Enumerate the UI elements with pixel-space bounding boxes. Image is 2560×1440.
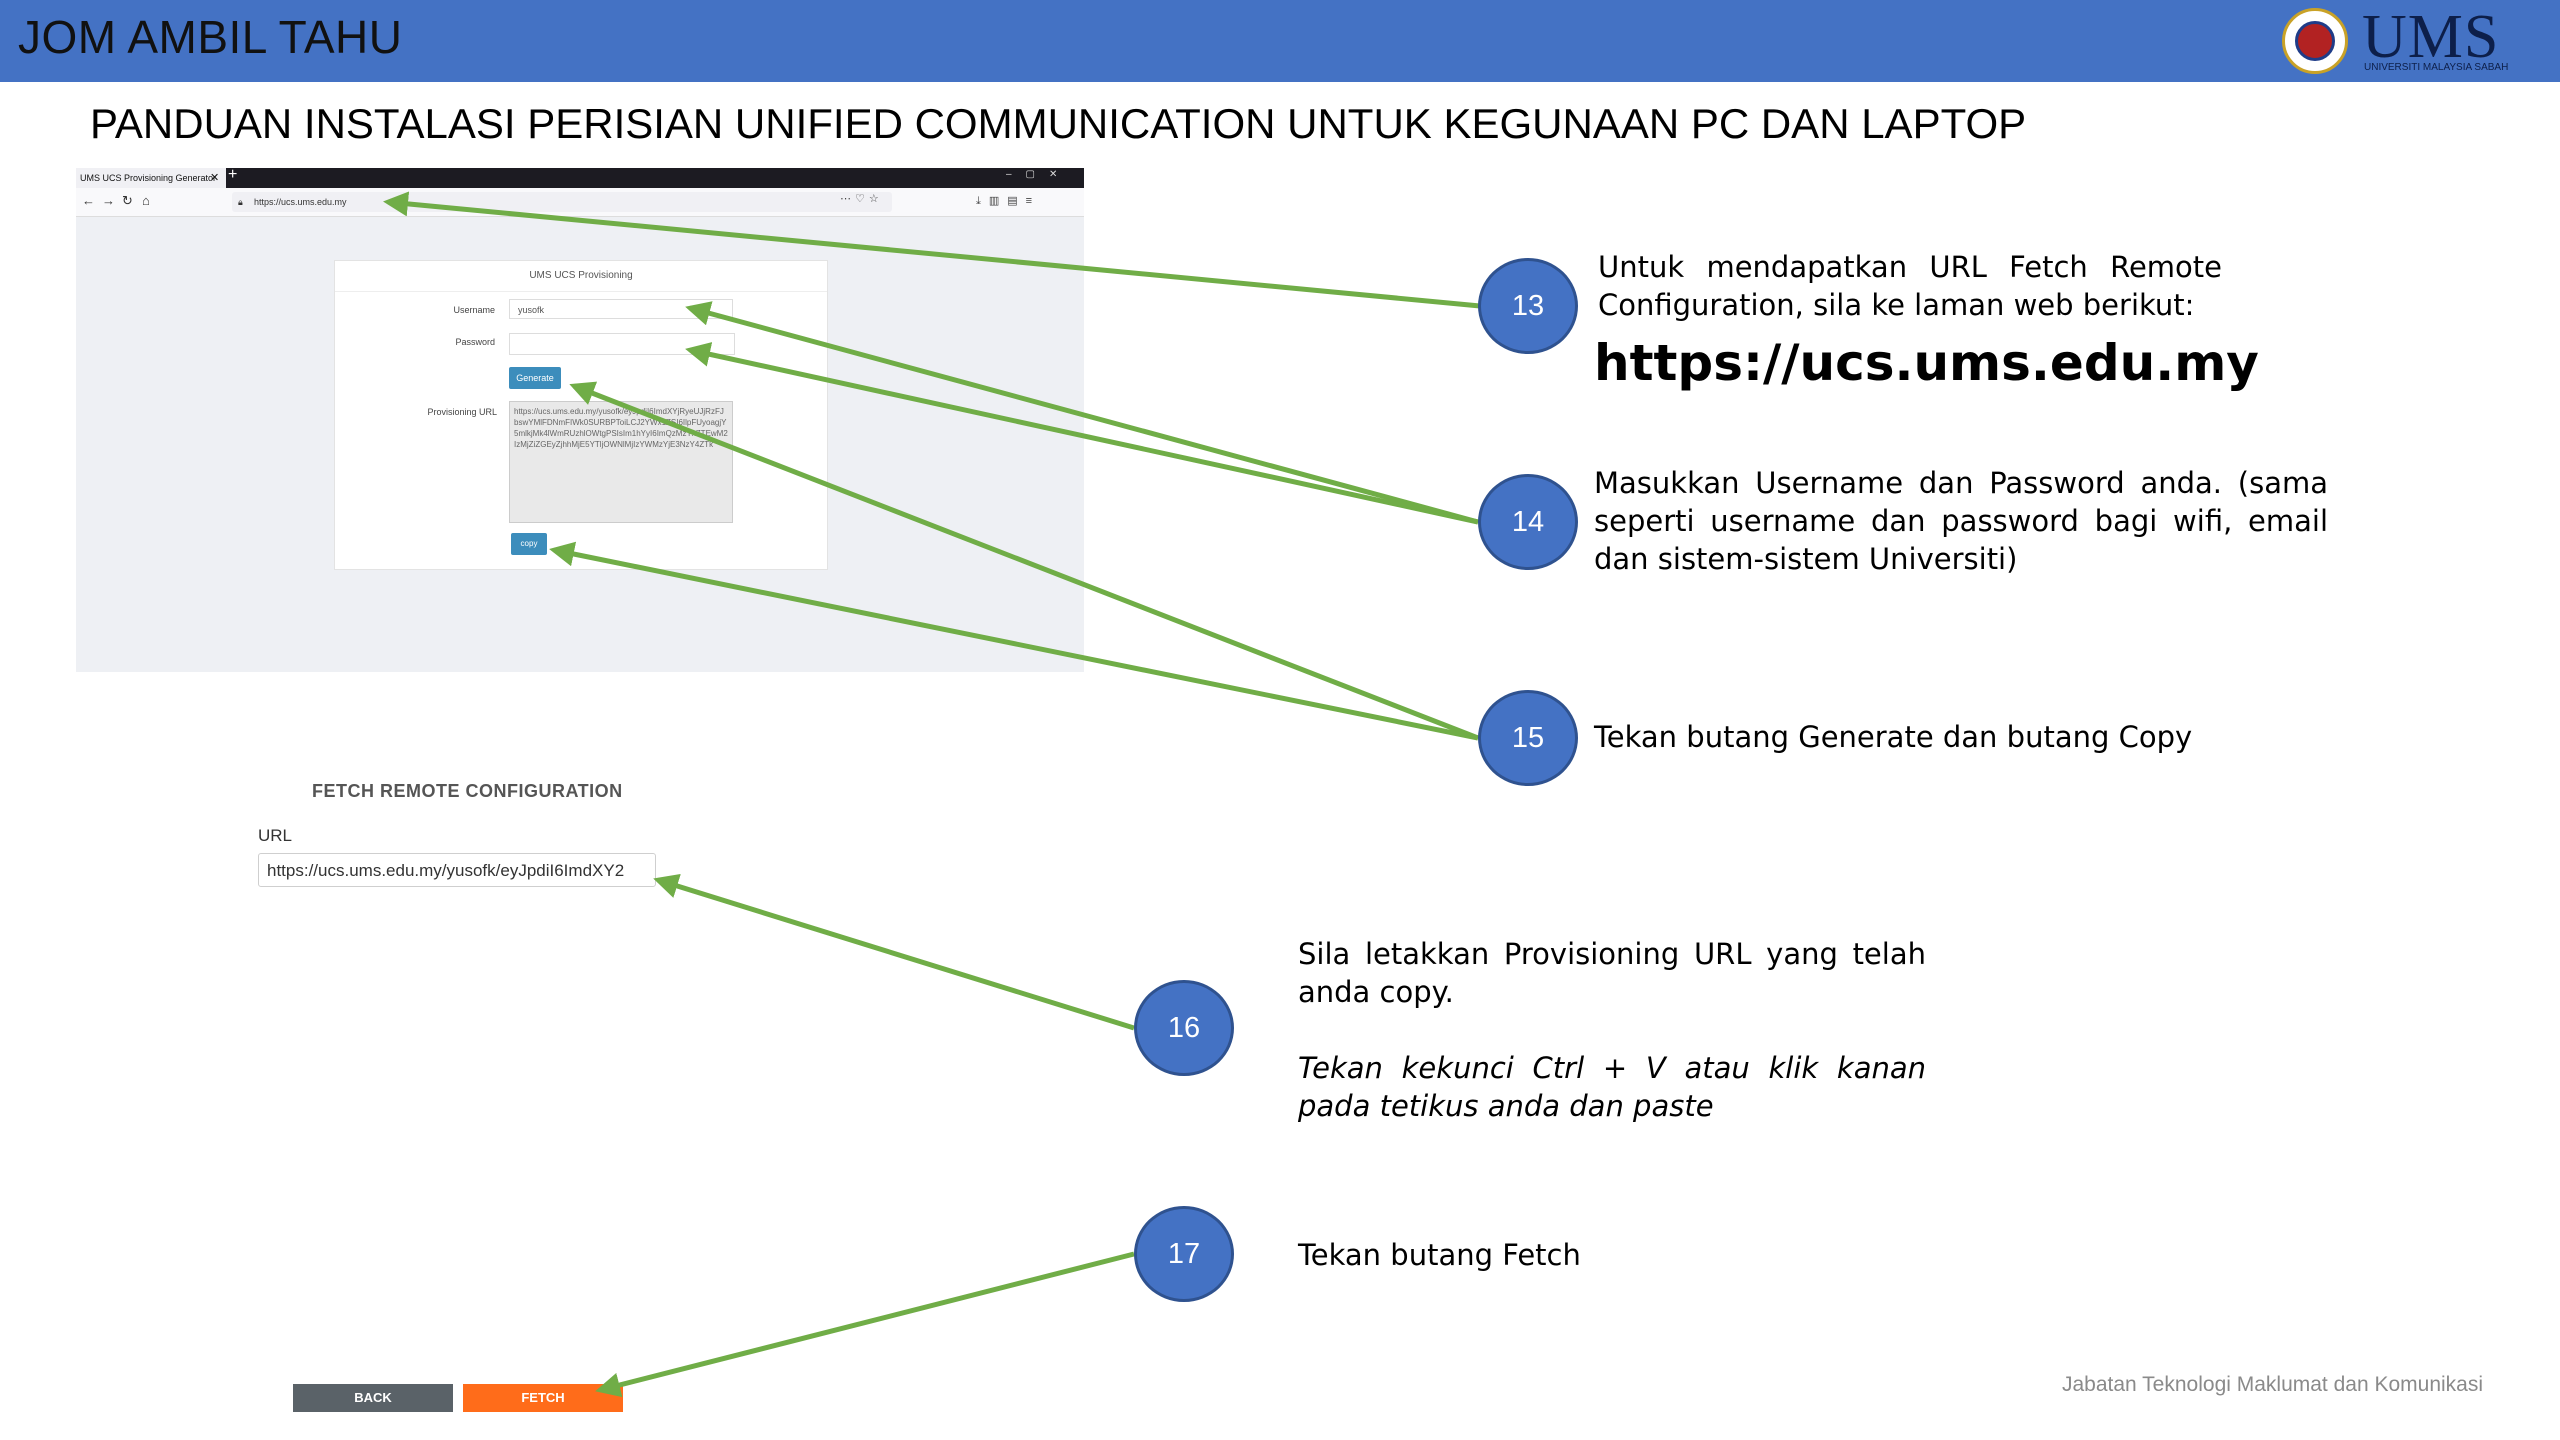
url-label: URL — [258, 826, 293, 845]
new-tab-icon[interactable]: + — [228, 166, 238, 183]
password-input[interactable] — [509, 333, 735, 355]
step-17-circle: 17 — [1134, 1206, 1234, 1302]
browser-tabstrip: UMS UCS Provisioning Generator ✕ + –▢✕ — [76, 166, 1084, 188]
provisioning-card: UMS UCS Provisioning Username yusofk Pas… — [334, 260, 828, 570]
arrow-17-fetch — [595, 1251, 1135, 1398]
address-tools[interactable]: ⋯♡☆ — [840, 193, 883, 205]
address-bar[interactable]: 🔒︎ https://ucs.ums.edu.my — [232, 192, 892, 212]
header-bar: JOM AMBIL TAHU UMS UNIVERSITI MALAYSIA S… — [0, 0, 2560, 82]
fetch-url-input[interactable]: https://ucs.ums.edu.my/yusofk/eyJpdiI6Im… — [258, 853, 656, 887]
step-13-text: Untuk mendapatkan URL Fetch Remote Confi… — [1598, 250, 2222, 322]
header-title: JOM AMBIL TAHU — [18, 11, 403, 63]
step-16-note: Tekan kekunci Ctrl + V atau klik kanan p… — [1298, 1051, 1926, 1123]
step-13-circle: 13 — [1478, 258, 1578, 354]
browser-screenshot: UMS UCS Provisioning Generator ✕ + –▢✕ ←… — [76, 166, 1084, 672]
password-label: Password — [455, 337, 495, 347]
back-arrow-icon[interactable]: ← — [82, 193, 95, 208]
slide-title: PANDUAN INSTALASI PERISIAN UNIFIED COMMU… — [90, 100, 2027, 147]
window-controls[interactable]: –▢✕ — [1006, 169, 1072, 180]
ums-logo: UMS UNIVERSITI MALAYSIA SABAH — [2282, 3, 2512, 76]
logo-subtext: UNIVERSITI MALAYSIA SABAH — [2364, 62, 2509, 73]
provisioning-url-label: Provisioning URL — [427, 407, 497, 417]
generate-button[interactable]: Generate — [509, 367, 561, 389]
step-15-text: Tekan butang Generate dan butang Copy — [1594, 720, 2193, 754]
toolbar-icons[interactable]: ⤓▥▤≡ — [976, 195, 1041, 207]
step-16-circle: 16 — [1134, 980, 1234, 1076]
logo-text: UMS — [2362, 3, 2500, 71]
step-14-circle: 14 — [1478, 474, 1578, 570]
arrow-16-url-field — [653, 874, 1135, 1031]
fetch-button[interactable]: FETCH — [463, 1384, 623, 1412]
address-bar-url: https://ucs.ums.edu.my — [254, 197, 347, 207]
lock-icon: 🔒︎ — [238, 197, 243, 207]
footer-text: Jabatan Teknologi Maklumat dan Komunikas… — [2062, 1373, 2484, 1396]
close-icon[interactable]: ✕ — [210, 172, 220, 184]
card-title: UMS UCS Provisioning — [335, 261, 827, 292]
home-icon[interactable]: ⌂ — [142, 193, 150, 208]
forward-arrow-icon[interactable]: → — [102, 193, 115, 208]
browser-navbar: ← → ↻ ⌂ 🔒︎ https://ucs.ums.edu.my ⋯♡☆ ⤓▥… — [76, 188, 1084, 217]
browser-tab-title: UMS UCS Provisioning Generator — [80, 173, 217, 183]
fetch-config-heading: FETCH REMOTE CONFIGURATION — [312, 781, 623, 801]
username-label: Username — [453, 305, 495, 315]
browser-tab[interactable]: UMS UCS Provisioning Generator ✕ — [76, 168, 226, 188]
provisioning-page: UMS UCS Provisioning Username yusofk Pas… — [76, 246, 1084, 672]
username-input[interactable]: yusofk — [509, 299, 733, 319]
step-15-circle: 15 — [1478, 690, 1578, 786]
provisioning-url-textarea[interactable]: https://ucs.ums.edu.my/yusofk/eyJpdiI6Im… — [509, 401, 733, 523]
step-16-text: Sila letakkan Provisioning URL yang tela… — [1298, 937, 1926, 1009]
step-17-text: Tekan butang Fetch — [1298, 1238, 1581, 1272]
step-14-text: Masukkan Username dan Password anda. (sa… — [1594, 466, 2328, 576]
copy-button[interactable]: copy — [511, 533, 547, 555]
reload-icon[interactable]: ↻ — [122, 193, 133, 208]
university-seal-icon — [2282, 8, 2348, 74]
step-13-url: https://ucs.ums.edu.my — [1594, 334, 2259, 392]
back-button[interactable]: BACK — [293, 1384, 453, 1412]
